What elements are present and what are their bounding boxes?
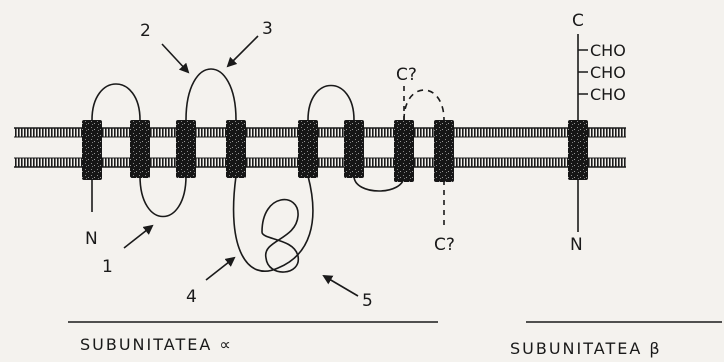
beta-glycan-2: CHO bbox=[590, 63, 626, 82]
tm-segment-beta bbox=[568, 120, 588, 180]
beta-glycan-1: CHO bbox=[590, 41, 626, 60]
alpha-c-terminus-top: C? bbox=[396, 65, 417, 85]
arrow-label-4: 4 bbox=[186, 287, 197, 307]
beta-glycan-3: CHO bbox=[590, 85, 626, 104]
arrow-label-2: 2 bbox=[140, 21, 151, 41]
arrow-3 bbox=[228, 36, 258, 66]
tm-segment-alpha-1 bbox=[82, 120, 102, 180]
arrow-1 bbox=[124, 226, 152, 248]
beta-caption: SUBUNITATEA β bbox=[510, 339, 662, 358]
alpha-n-terminus: N bbox=[85, 229, 98, 249]
beta-c-terminus: C bbox=[572, 11, 584, 31]
tm-segment-alpha-4 bbox=[226, 120, 246, 178]
arrow-label-3: 3 bbox=[262, 19, 273, 39]
tm-segment-alpha-3 bbox=[176, 120, 196, 178]
tm-segment-alpha-5 bbox=[298, 120, 318, 178]
beta-n-terminus: N bbox=[570, 235, 583, 255]
arrow-5 bbox=[324, 276, 358, 296]
alpha-c-terminus-bottom: C? bbox=[434, 235, 455, 255]
tm-segment-alpha-8 bbox=[434, 120, 454, 182]
alpha-caption: SUBUNITATEA ∝ bbox=[80, 335, 233, 354]
tm-segment-alpha-6 bbox=[344, 120, 364, 178]
arrow-label-5: 5 bbox=[362, 291, 373, 311]
arrow-2 bbox=[162, 44, 188, 72]
tm-segment-alpha-7 bbox=[394, 120, 414, 182]
tm-segment-alpha-2 bbox=[130, 120, 150, 178]
arrow-4 bbox=[206, 258, 234, 280]
arrow-label-1: 1 bbox=[102, 257, 113, 277]
membrane-bilayer bbox=[14, 128, 626, 167]
